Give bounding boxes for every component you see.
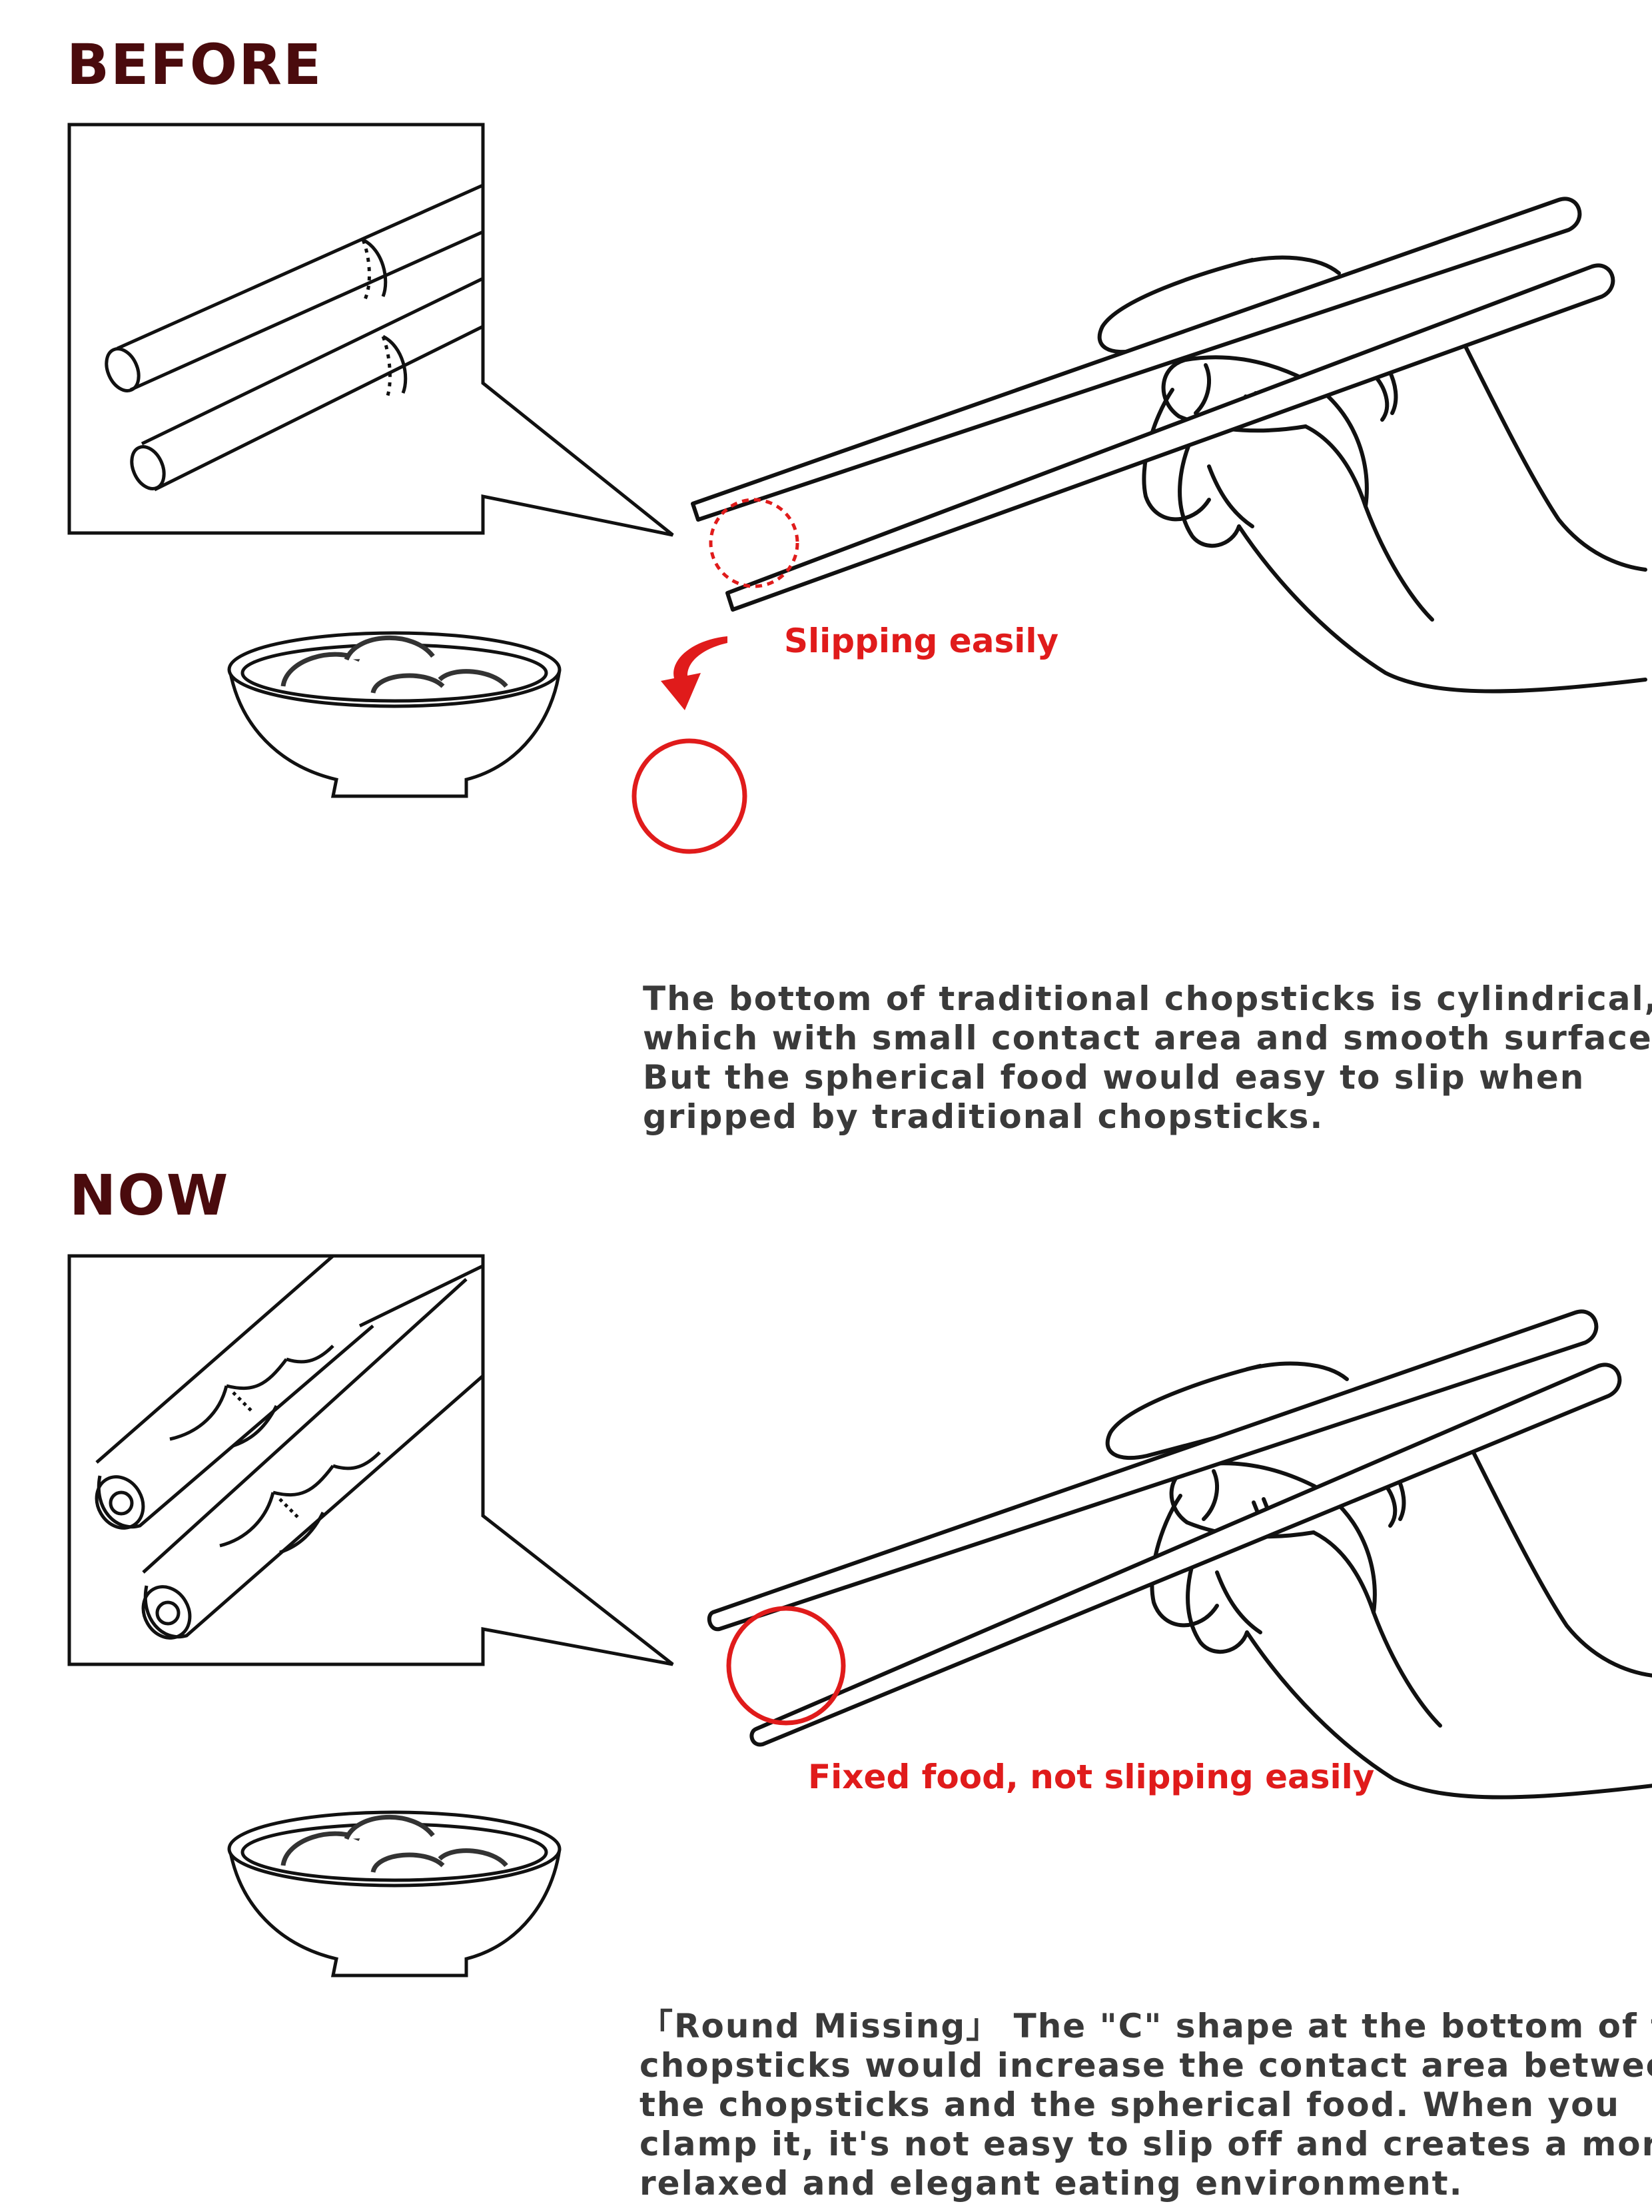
before-chopsticks-in-hand [691,197,1645,691]
drop-arrow-icon [661,636,727,710]
now-callout: Fixed food, not slipping easily [808,1758,1375,1796]
before-callout: Slipping easily [784,622,1059,660]
now-description-line: clamp it, it's not easy to slip off and … [639,2125,1652,2163]
bowl-icon [227,1810,562,1977]
before-detail-inset [67,123,674,537]
before-description-line: The bottom of traditional chopsticks is … [643,979,1652,1018]
now-description-line: relaxed and elegant eating environment. [639,2164,1463,2203]
before-description-line: gripped by traditional chopsticks. [643,1097,1324,1136]
now-chopsticks-in-hand [707,1309,1652,1797]
food-ball-icon [631,738,747,854]
before-description-line: But the spherical food would easy to sli… [643,1058,1585,1097]
bowl-icon [227,631,562,798]
now-heading: NOW [69,1163,230,1228]
before-description: The bottom of traditional chopsticks is … [643,979,1652,1137]
now-detail-inset [67,1254,674,1666]
now-description: 「Round Missing」 The "C" shape at the bot… [639,2007,1652,2203]
now-description-line: the chopsticks and the spherical food. W… [639,2085,1621,2124]
now-description-line: chopsticks would increase the contact ar… [639,2046,1652,2085]
before-description-line: which with small contact area and smooth… [643,1019,1652,1057]
chopsticks-detail-icon [95,1254,484,1640]
now-description-line: 「Round Missing」 The "C" shape at the bot… [639,2007,1652,2045]
before-heading: BEFORE [67,32,323,97]
chopsticks-detail-icon [105,183,484,492]
